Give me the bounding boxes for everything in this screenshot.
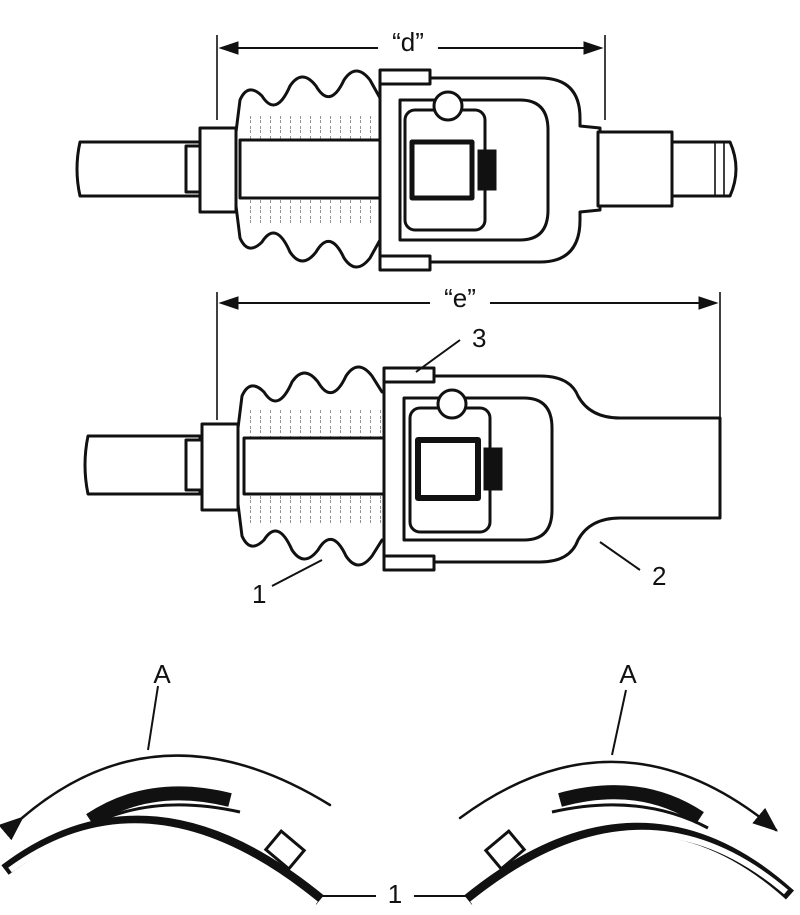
arc-label-a-left: A (153, 659, 171, 689)
clamp-detail-left: A (0, 659, 332, 907)
shaft-right-top (670, 140, 738, 198)
clamp-label-1: 1 (388, 879, 402, 909)
dimension-e: “e” (216, 283, 721, 420)
arc-label-a-right: A (619, 659, 637, 689)
dimension-d: “d” (216, 25, 606, 120)
small-clamp-middle (200, 422, 240, 512)
small-clamp-top (198, 126, 238, 214)
clamp-callout-1: 1 (318, 879, 472, 909)
shaft-left-middle (83, 434, 202, 496)
callout-3: 3 (472, 323, 486, 353)
callout-1: 1 (252, 579, 266, 609)
callout-2: 2 (652, 561, 666, 591)
dimension-e-label: “e” (444, 283, 476, 313)
clamp-detail-right: A (458, 659, 795, 907)
assembly-top: “d” (75, 25, 738, 272)
shaft-left-top (75, 140, 202, 198)
assembly-middle: “e” 3 1 2 (83, 283, 722, 609)
dimension-d-label: “d” (392, 27, 424, 57)
